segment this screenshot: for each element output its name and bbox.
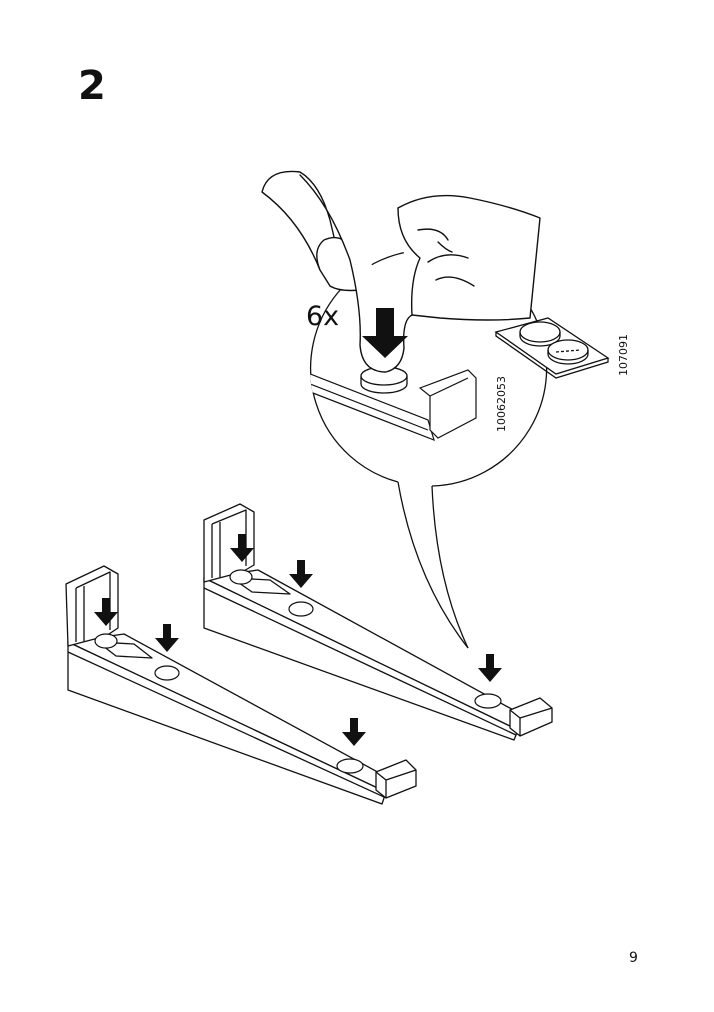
- step-number: 2: [78, 63, 106, 109]
- part-code-pad: 10062053: [495, 376, 508, 432]
- felt-pad-sheet: [494, 317, 610, 379]
- part-code-sheet: 107091: [617, 334, 630, 376]
- arrows-back: [230, 534, 502, 682]
- detail-bracket-edge: [310, 369, 477, 442]
- bracket-back: [203, 503, 553, 741]
- quantity-label: 6x: [306, 301, 339, 332]
- arrows-front: [94, 598, 366, 746]
- felt-pads-back: [229, 569, 502, 709]
- page-number: 9: [629, 950, 638, 966]
- down-arrow-icon: [362, 308, 408, 358]
- felt-pads-front: [94, 633, 364, 774]
- bracket-front: [65, 565, 417, 805]
